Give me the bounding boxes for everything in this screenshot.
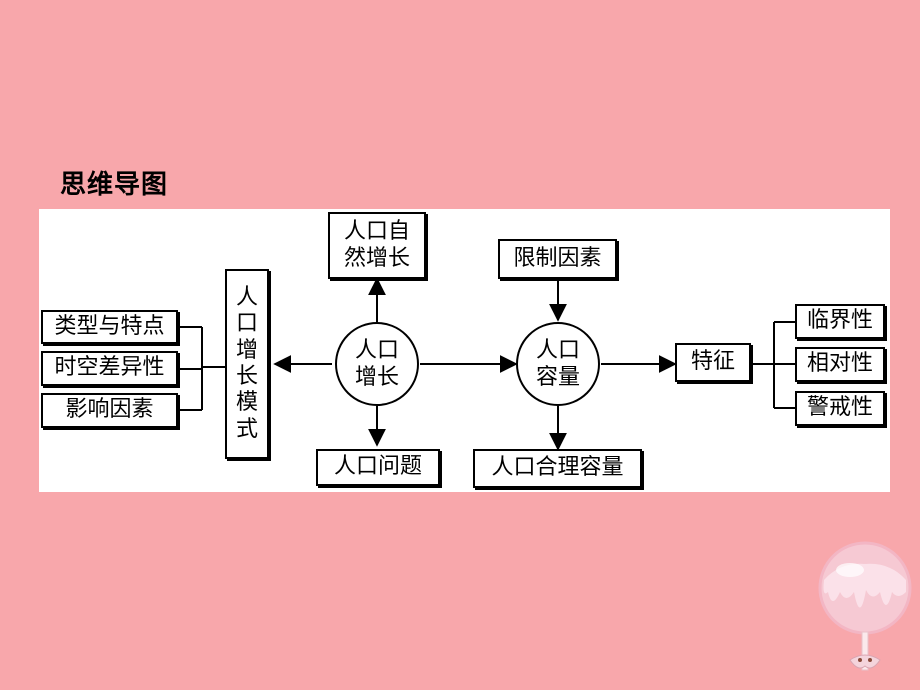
growth-model-char: 人 bbox=[235, 284, 258, 310]
left-bracket bbox=[180, 326, 225, 411]
growth-model-char: 口 bbox=[235, 311, 258, 337]
connector-lines bbox=[180, 277, 795, 451]
limiting-factors-box: 限制因素 bbox=[498, 239, 617, 279]
growth-model-char: 模 bbox=[235, 390, 258, 416]
features-box: 特征 bbox=[675, 343, 751, 382]
right-box-warning: 警戒性 bbox=[795, 391, 885, 426]
lollipop-decoration-icon bbox=[818, 541, 912, 671]
population-growth-circle: 人口 增长 bbox=[335, 322, 419, 406]
growth-model-box: 人 口 增 长 模 式 bbox=[225, 269, 269, 459]
reasonable-capacity-box: 人口合理容量 bbox=[473, 449, 642, 488]
circle-line: 人口 bbox=[535, 337, 580, 363]
right-bracket bbox=[751, 321, 795, 409]
population-problem-box: 人口问题 bbox=[316, 449, 440, 486]
circle-line: 增长 bbox=[354, 365, 399, 390]
natural-growth-line: 人口自 bbox=[343, 219, 410, 245]
population-capacity-circle: 人口 容量 bbox=[516, 322, 600, 406]
right-box-critical: 临界性 bbox=[795, 304, 885, 339]
left-box-influencing-factors: 影响因素 bbox=[41, 393, 178, 428]
circle-line: 容量 bbox=[535, 365, 580, 390]
left-box-spatiotemporal: 时空差异性 bbox=[41, 351, 178, 386]
page-title: 思维导图 bbox=[60, 170, 169, 200]
right-box-relative: 相对性 bbox=[795, 347, 885, 382]
left-box-type-features: 类型与特点 bbox=[41, 310, 178, 344]
circle-line: 人口 bbox=[354, 337, 399, 363]
natural-growth-line: 然增长 bbox=[343, 245, 410, 271]
growth-model-char: 长 bbox=[235, 364, 258, 389]
growth-model-char: 增 bbox=[235, 337, 258, 363]
natural-growth-box: 人口自 然增长 bbox=[328, 212, 426, 279]
growth-model-char: 式 bbox=[235, 416, 258, 442]
mind-map-panel: 类型与特点 时空差异性 影响因素 人 口 增 长 模 式 人口自 然增长 人口 … bbox=[39, 209, 890, 492]
